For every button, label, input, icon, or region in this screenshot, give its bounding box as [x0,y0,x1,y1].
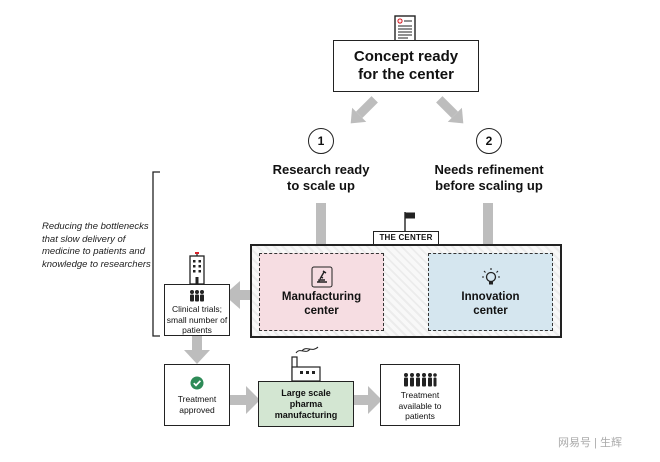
document-icon [394,15,416,43]
factory-icon [291,346,321,381]
large-scale-pharma-box: Large scale pharma manufacturing [258,381,354,427]
crowd-icon [404,373,437,387]
arrow-title-to-step1 [350,96,378,124]
clinical-trials-label: Clinical trials; small number of patient… [166,304,228,335]
treatment-approved-label: Treatment approved [177,394,217,415]
clinical-trials-box: Clinical trials; small number of patient… [164,284,230,336]
step-2-label: Needs refinement before scaling up [434,162,544,193]
lightbulb-icon [481,268,500,285]
treatment-approved-box: Treatment approved [164,364,230,426]
innovation-center-box: Innovation center [428,253,553,331]
manufacturing-center-label: Manufacturing center [281,291,362,317]
step-1-badge: 1 [308,128,334,154]
microscope-icon [311,266,332,288]
arrow-title-to-step2 [436,96,464,124]
step-2-badge: 2 [476,128,502,154]
step-2-number: 2 [485,134,493,148]
treatment-available-label: Treatment available to patients [398,390,442,421]
step-1-number: 1 [317,134,325,148]
concept-ready-box: Concept ready for the center [333,40,479,92]
flag-icon [404,212,415,231]
arrow-clinical-to-approved [184,336,210,364]
arrow-pharma-to-available [354,386,382,414]
building-icon [189,252,205,284]
the-center-tag: THE CENTER [373,231,439,245]
arrow-approved-to-pharma [230,386,260,414]
checkmark-icon [190,376,204,390]
manufacturing-center-box: Manufacturing center [259,253,384,331]
concept-ready-label: Concept ready for the center [353,48,459,83]
people-group-icon [190,290,204,302]
side-note: Reducing the bottlenecks that slow deliv… [42,221,151,270]
step-1-label: Research ready to scale up [272,162,370,193]
large-scale-pharma-label: Large scale pharma manufacturing [274,387,338,420]
side-bracket [152,171,160,337]
innovation-center-label: Innovation center [461,291,520,317]
treatment-available-box: Treatment available to patients [380,364,460,426]
watermark: 网易号 | 生辉 [558,437,622,449]
